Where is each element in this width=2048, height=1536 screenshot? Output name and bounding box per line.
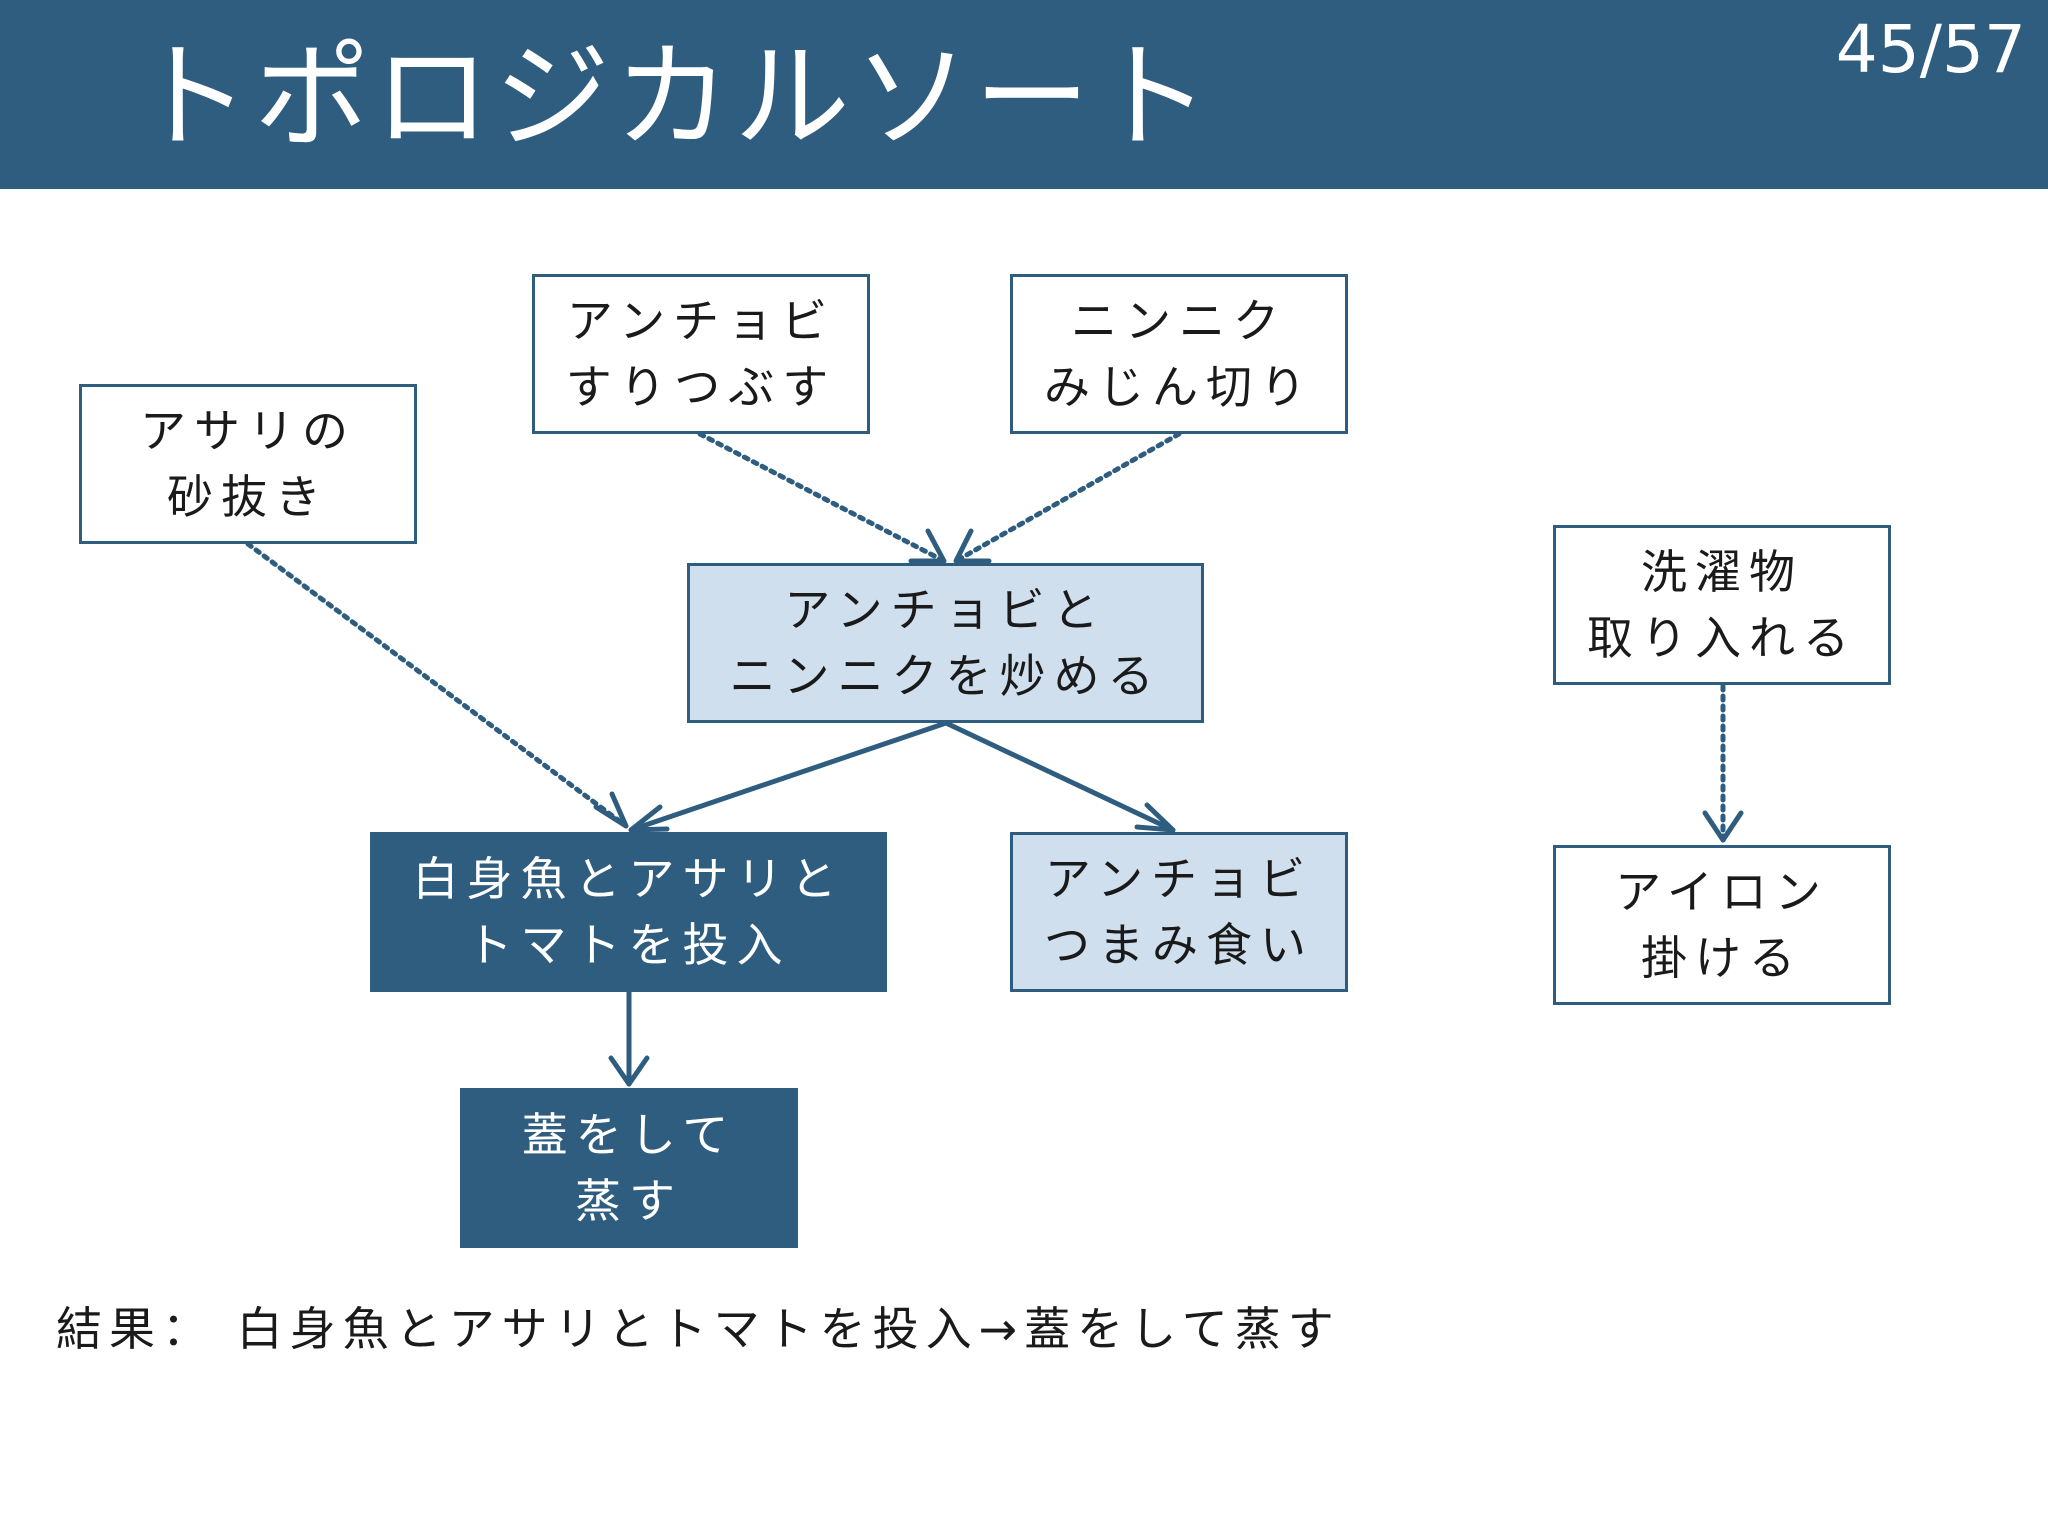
arrowhead-anchovy-snack [1134, 802, 1176, 833]
arrowhead-add-fish-from-saute [628, 804, 670, 833]
node-saute-anchovy-garlic: アンチョビと ニンニクを炒める [687, 563, 1204, 723]
node-add-fish-clam-tomato: 白身魚とアサリと トマトを投入 [370, 832, 887, 992]
page-number: 45/57 [1835, 11, 2026, 88]
node-ironing: アイロン 掛ける [1553, 845, 1891, 1005]
edge-anchovy-crush-to-saute [697, 431, 947, 564]
edge-saute-to-add-fish [628, 720, 949, 833]
arrowhead-saute-from-anchovy [908, 528, 947, 564]
arrowhead-saute-from-garlic [953, 528, 992, 564]
node-anchovy-snack: アンチョビ つまみ食い [1010, 832, 1348, 992]
edge-garlic-mince-to-saute [953, 431, 1182, 564]
slide-title: トポロジカルソート [134, 30, 1214, 165]
node-take-in-laundry: 洗濯物 取り入れる [1553, 525, 1891, 685]
slide-header: トポロジカルソート 45/57 [0, 0, 2048, 189]
node-clam-sand-removal: アサリの 砂抜き [79, 384, 417, 544]
edge-sand-to-add-fish [245, 541, 629, 829]
node-garlic-mince: ニンニク みじん切り [1010, 274, 1348, 434]
edge-saute-to-anchovy-snack [943, 720, 1176, 833]
node-anchovy-crush: アンチョビ すりつぶす [532, 274, 870, 434]
arrowhead-steam [608, 1055, 650, 1087]
arrowhead-add-fish-from-sand [593, 791, 629, 829]
result-text: 結果： 白身魚とアサリとトマトを投入→蓋をして蒸す [56, 1302, 1341, 1356]
node-cover-and-steam: 蓋をして 蒸す [460, 1088, 798, 1248]
arrowhead-iron [1702, 810, 1744, 843]
